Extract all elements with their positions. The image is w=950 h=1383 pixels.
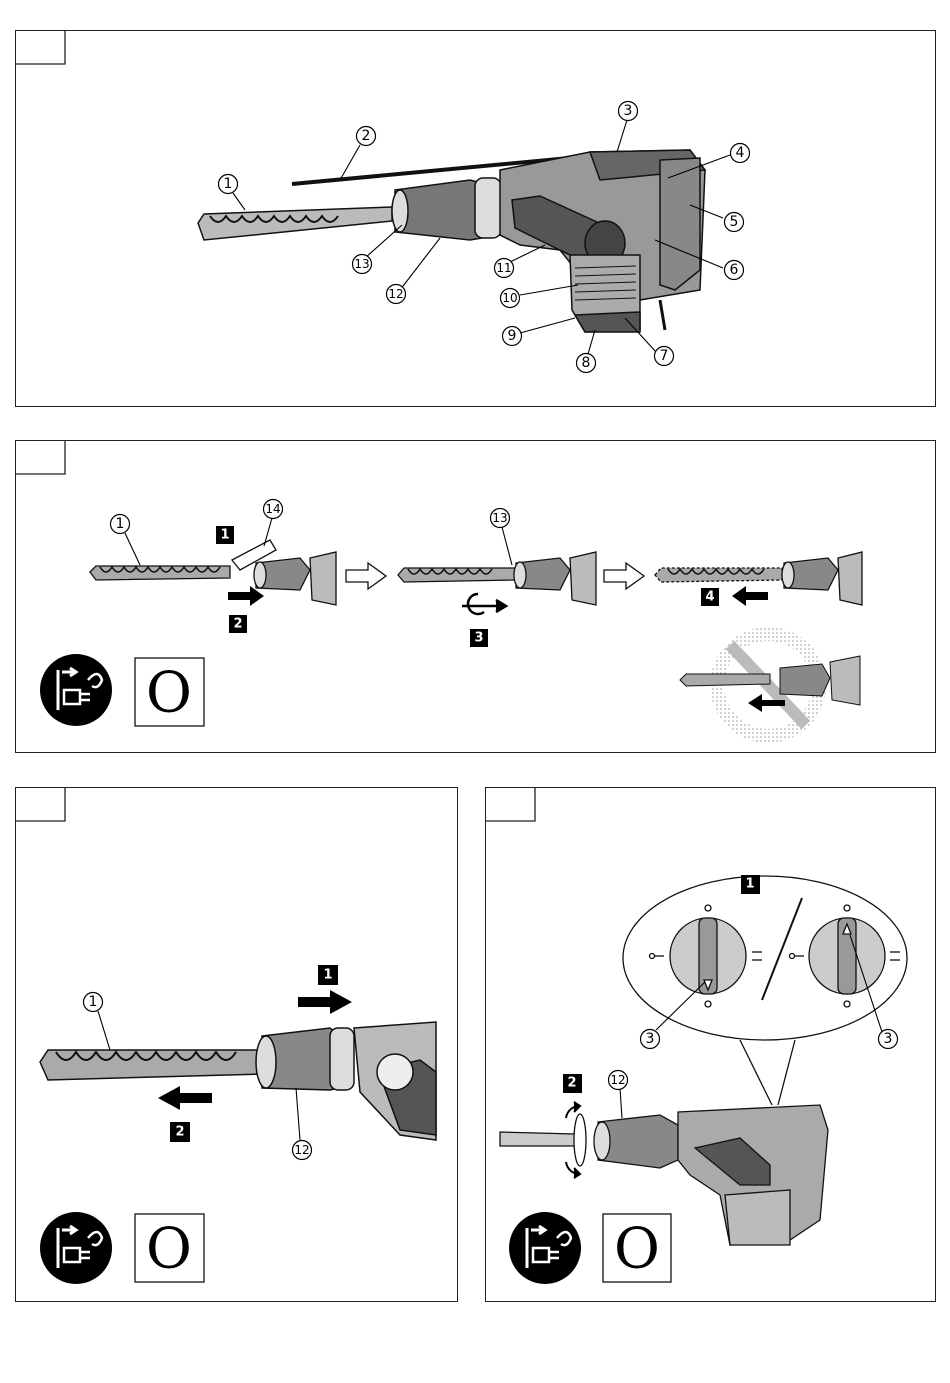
svg-text:14: 14: [265, 502, 280, 516]
callout-12: 12: [387, 285, 406, 304]
svg-text:2: 2: [362, 128, 371, 144]
svg-text:4: 4: [736, 145, 745, 161]
svg-text:9: 9: [508, 328, 517, 344]
callout-5: 5: [725, 213, 744, 232]
svg-text:2: 2: [567, 1076, 576, 1091]
callout-2: 2: [357, 127, 376, 146]
svg-text:2: 2: [233, 617, 242, 632]
svg-text:3: 3: [646, 1031, 655, 1047]
svg-text:12: 12: [388, 287, 403, 301]
svg-text:12: 12: [610, 1073, 625, 1087]
callout-grease: 14: [264, 500, 283, 519]
svg-text:3: 3: [474, 631, 483, 646]
callout-bit-3: 1: [84, 993, 103, 1012]
callout-3: 3: [619, 102, 638, 121]
svg-text:13: 13: [492, 511, 507, 525]
callout-sleeve-4: 12: [609, 1071, 628, 1090]
unplug-icon-4: [509, 1212, 581, 1284]
callout-11: 11: [495, 259, 514, 278]
svg-text:O: O: [614, 1217, 660, 1282]
svg-text:8: 8: [582, 355, 591, 371]
callout-4: 4: [731, 144, 750, 163]
svg-text:12: 12: [294, 1143, 309, 1157]
svg-text:1: 1: [745, 877, 754, 892]
off-switch-symbol: O: [135, 658, 204, 726]
rotate-check-icon: [462, 594, 506, 614]
svg-text:13: 13: [354, 257, 369, 271]
svg-text:1: 1: [116, 516, 125, 532]
callout-13: 13: [353, 255, 372, 274]
svg-text:O: O: [146, 1217, 192, 1282]
callouts-panel-2: 1 14 13: [111, 500, 510, 534]
svg-text:1: 1: [220, 528, 229, 543]
callout-sleeve-3: 12: [293, 1141, 312, 1160]
callout-1: 1: [219, 175, 238, 194]
mode-selector-detail: [500, 876, 907, 1245]
callout-knob-left: 3: [641, 1030, 660, 1049]
callout-8: 8: [577, 354, 596, 373]
svg-text:1: 1: [224, 176, 233, 192]
svg-text:3: 3: [884, 1031, 893, 1047]
svg-text:1: 1: [89, 994, 98, 1010]
svg-text:3: 3: [624, 103, 633, 119]
svg-text:10: 10: [502, 291, 517, 305]
callout-10: 10: [501, 289, 520, 308]
rotary-hammer-drawing: [198, 150, 705, 332]
off-switch-symbol-3: O: [135, 1214, 204, 1282]
svg-text:1: 1: [323, 968, 332, 983]
svg-text:O: O: [146, 661, 192, 726]
svg-text:11: 11: [496, 261, 511, 275]
unplug-icon-3: [40, 1212, 112, 1284]
callout-7: 7: [655, 347, 674, 366]
callout-knob-right: 3: [879, 1030, 898, 1049]
unplug-icon: [40, 654, 112, 726]
off-switch-symbol-4: O: [603, 1214, 671, 1282]
remove-bit-drawing: [40, 1022, 436, 1140]
callout-6: 6: [725, 261, 744, 280]
prohibited-symbol: [680, 627, 860, 743]
svg-text:7: 7: [660, 348, 669, 364]
callout-9: 9: [503, 327, 522, 346]
callout-bit: 1: [111, 515, 130, 534]
svg-text:2: 2: [175, 1125, 184, 1140]
svg-text:5: 5: [730, 214, 739, 230]
svg-text:4: 4: [705, 590, 714, 605]
callout-chuck: 13: [491, 509, 510, 528]
svg-text:6: 6: [730, 262, 739, 278]
